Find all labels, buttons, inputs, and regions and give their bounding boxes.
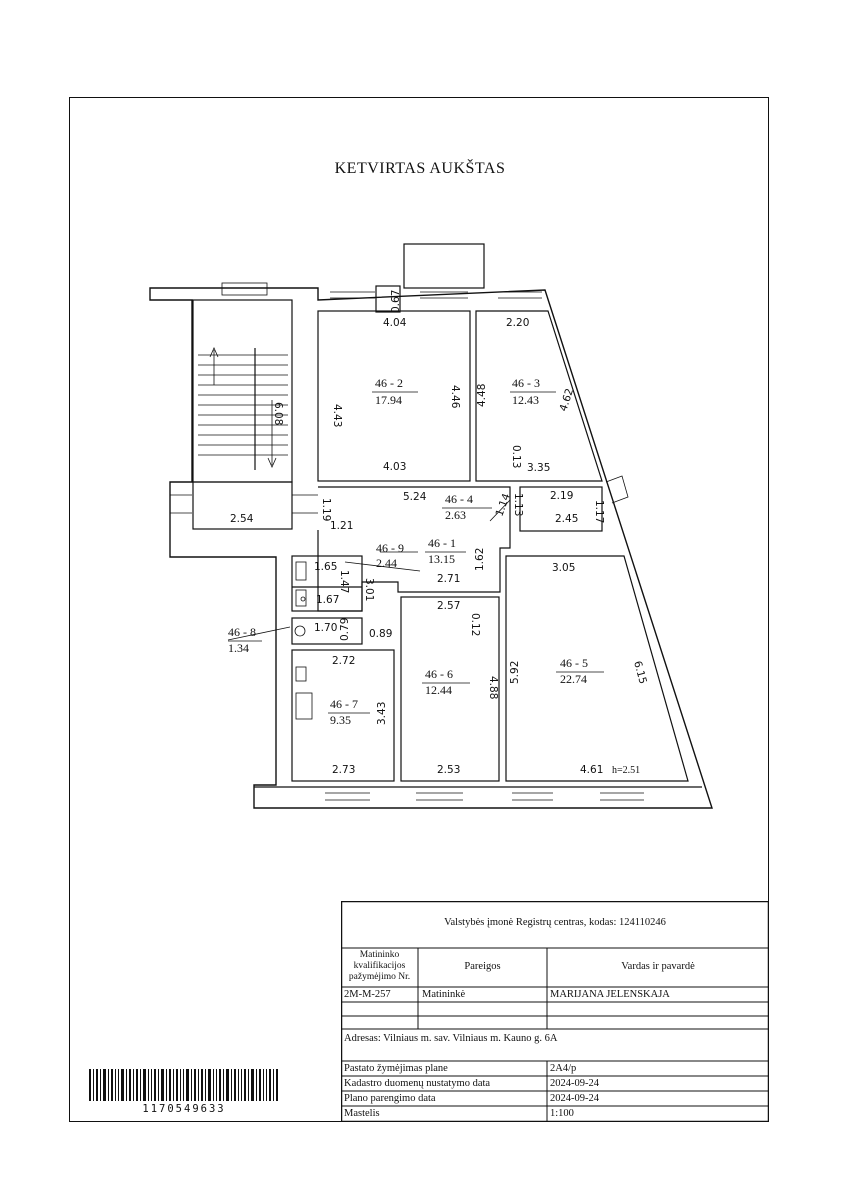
dim-label: 1.17: [593, 500, 605, 523]
room-area-46-8: 1.34: [228, 641, 249, 655]
dim-label: 0.89: [369, 628, 392, 640]
room-code-46-8: 46 - 8: [228, 625, 256, 639]
info-label-plan-date: Plano parengimo data: [344, 1093, 436, 1104]
info-value-cadastre-date: 2024-09-24: [550, 1078, 599, 1089]
room-code-46-4: 46 - 4: [445, 492, 473, 506]
room-code-46-2: 46 - 2: [375, 376, 403, 390]
surveyor-name: MARIJANA JELENSKAJA: [550, 989, 670, 1000]
dim-label: 1.62: [474, 548, 486, 571]
barcode-image: [89, 1069, 278, 1101]
ceiling-height-label: h=2.51: [612, 765, 640, 776]
info-value-plan-date: 2024-09-24: [550, 1093, 599, 1104]
dim-label: 0.79: [339, 618, 351, 641]
room-area-46-3: 12.43: [512, 393, 539, 407]
dim-label: 1.21: [330, 520, 353, 532]
dim-label: 1.47: [338, 570, 350, 593]
room-area-46-9: 2.44: [376, 556, 397, 570]
room-code-46-7: 46 - 7: [330, 697, 358, 711]
floor-title: KETVIRTAS AUKŠTAS: [334, 160, 506, 177]
title-block-grid: [341, 901, 769, 1122]
dim-label: 0.13: [510, 445, 522, 468]
address: Adresas: Vilniaus m. sav. Vilniaus m. Ka…: [344, 1033, 558, 1044]
info-value-building-mark: 2A4/p: [550, 1063, 577, 1074]
room-area-46-4: 2.63: [445, 508, 466, 522]
dim-label: 3.43: [376, 702, 388, 725]
role-column-header: Pareigos: [464, 961, 501, 972]
dim-label: 0.12: [469, 613, 481, 636]
dim-label: 3.05: [552, 562, 575, 574]
room-code-46-9: 46 - 9: [376, 541, 404, 555]
dim-label: 4.88: [487, 676, 499, 699]
dim-label: 4.61: [580, 764, 603, 776]
organization-name: Valstybės įmonė Registrų centras, kodas:…: [444, 917, 666, 928]
dim-label: 5.92: [509, 661, 521, 684]
dim-label: 1.13: [512, 493, 524, 516]
room-area-46-2: 17.94: [375, 393, 402, 407]
dim-label: 2.53: [437, 764, 460, 776]
dim-label: 4.04: [383, 317, 407, 329]
dim-label: 4.46: [449, 385, 461, 409]
dim-label: 2.20: [506, 317, 529, 329]
name-column-header: Vardas ir pavardė: [621, 961, 695, 972]
title-block: Valstybės įmonė Registrų centras, kodas:…: [341, 901, 769, 1122]
info-value-scale: 1:100: [550, 1108, 574, 1119]
dim-label: 4.43: [331, 404, 343, 427]
info-label-building-mark: Pastato žymėjimas plane: [344, 1063, 448, 1074]
dim-label: 1.65: [314, 561, 337, 573]
dim-label: 1.19: [320, 498, 332, 521]
room-area-46-6: 12.44: [425, 683, 452, 697]
dim-label: 4.48: [476, 384, 488, 407]
dim-label: 4.03: [383, 461, 406, 473]
license-column-header: Matininko kvalifikacijos pažymėjimo Nr.: [348, 950, 411, 982]
dim-label: 3.01: [363, 578, 375, 601]
room-area-46-5: 22.74: [560, 672, 587, 686]
dim-label: 6.15: [631, 660, 649, 686]
surveyor-role: Matininkė: [422, 989, 466, 1000]
dim-label: 2.57: [437, 600, 460, 612]
dim-label: 2.73: [332, 764, 355, 776]
room-area-46-7: 9.35: [330, 713, 351, 727]
dim-label: 2.71: [437, 573, 460, 585]
dim-label: 2.54: [230, 513, 254, 525]
info-label-cadastre-date: Kadastro duomenų nustatymo data: [344, 1078, 491, 1089]
dim-label: 3.35: [527, 462, 550, 474]
room-area-46-1: 13.15: [428, 552, 455, 566]
dim-label: 6.08: [272, 402, 284, 425]
dim-label: 1.70: [314, 622, 337, 634]
room-code-46-1: 46 - 1: [428, 536, 456, 550]
room-code-46-3: 46 - 3: [512, 376, 540, 390]
dim-label: 2.45: [555, 513, 578, 525]
dim-label: 1.67: [316, 594, 339, 606]
room-code-46-5: 46 - 5: [560, 656, 588, 670]
barcode-number: 1170549633: [142, 1103, 226, 1115]
info-label-scale: Mastelis: [344, 1108, 380, 1119]
dim-label: 4.62: [557, 387, 576, 413]
room-code-46-6: 46 - 6: [425, 667, 453, 681]
dim-label: 0.67: [390, 290, 402, 313]
dim-label: 2.19: [550, 490, 573, 502]
dim-label: 5.24: [403, 491, 427, 503]
dim-label: 2.72: [332, 655, 355, 667]
license-number: 2M-M-257: [344, 989, 391, 1000]
